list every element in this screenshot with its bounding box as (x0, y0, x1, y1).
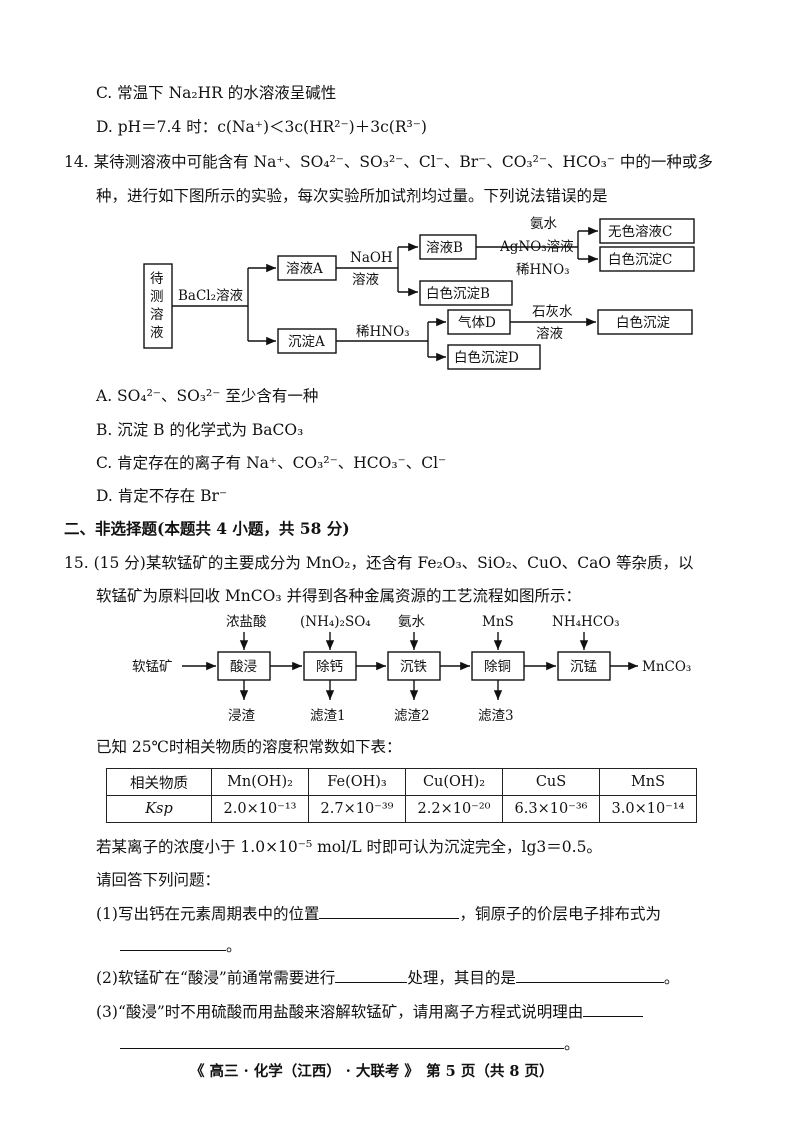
table-row-label: Ksp (106, 795, 212, 823)
start-char-4: 液 (150, 325, 164, 341)
step-acid-leach: 酸浸 (230, 659, 257, 675)
start-char-2: 测 (150, 289, 164, 305)
reagent-mns: MnS (482, 614, 514, 630)
residue-2: 滤渣2 (394, 708, 430, 724)
ammonia-label: 氨水 (530, 216, 558, 232)
ksp-intro: 已知 25℃时相关物质的溶度积常数如下表： (96, 738, 402, 756)
q14-stem-line2: 种，进行如下图所示的实验，每次实验所加试剂均过量。下列说法错误的是 (96, 187, 608, 205)
solution-a-label: 溶液A (286, 261, 323, 277)
q14-option-d: D. 肯定不存在 Br⁻ (96, 487, 228, 505)
q15-stem-line1: 15. (15 分)某软锰矿的主要成分为 MnO₂，还含有 Fe₂O₃、SiO₂… (64, 554, 694, 572)
answer-blank[interactable] (335, 966, 408, 983)
table-header-cell: CuS (502, 768, 600, 796)
table-cell: 2.0×10⁻¹³ (211, 795, 309, 823)
limewater-label: 石灰水 (532, 304, 573, 320)
white-precipitate-c-label: 白色沉淀C (608, 251, 672, 268)
colorless-solution-c-label: 无色溶液C (608, 223, 672, 240)
table-row: 相关物质 Mn(OH)₂ Fe(OH)₃ Cu(OH)₂ CuS MnS (106, 768, 697, 796)
q15-part1-cont: 。 (120, 934, 242, 957)
part2-text-a: (2)软锰矿在“酸浸”前通常需要进行 (96, 969, 336, 987)
reagent-ammonia: 氨水 (398, 614, 425, 630)
part3-text-b: 。 (564, 1035, 580, 1053)
q14-option-c: C. 肯定存在的离子有 Na⁺、CO₃²⁻、HCO₃⁻、Cl⁻ (96, 454, 447, 472)
precipitate-a-label: 沉淀A (288, 334, 325, 350)
table-cell: 3.0×10⁻¹⁴ (599, 795, 697, 823)
white-precipitate-d-label: 白色沉淀D (454, 349, 519, 366)
answer-blank[interactable] (583, 1000, 644, 1017)
table-cell: 6.3×10⁻³⁶ (502, 795, 600, 823)
part2-text-b: 处理，其目的是 (407, 969, 516, 987)
part2-text-c: 。 (663, 969, 680, 987)
start-char-3: 溶 (150, 307, 164, 323)
solution-b-label: 溶液B (426, 240, 463, 256)
table-cell: 2.7×10⁻³⁹ (308, 795, 406, 823)
answer-prompt: 请回答下列问题： (96, 871, 221, 889)
q14-option-b: B. 沉淀 B 的化学式为 BaCO₃ (96, 421, 304, 439)
table-header-cell: Fe(OH)₃ (308, 768, 406, 796)
reagent-conc-hcl: 浓盐酸 (226, 614, 267, 630)
q15-part1: (1)写出钙在元素周期表中的位置 ，铜原子的价层电子排布式为 (96, 902, 661, 925)
step-iron-precipitation: 沉铁 (400, 659, 427, 675)
start-char-1: 待 (150, 271, 164, 287)
q14-stem-line1: 14. 某待测溶液中可能含有 Na⁺、SO₄²⁻、SO₃²⁻、Cl⁻、Br⁻、C… (64, 153, 713, 171)
white-precipitate-b-box (419, 280, 513, 306)
white-precipitate-c-box (599, 246, 695, 272)
product-mnco3: MnCO₃ (642, 659, 691, 675)
part1-text-b: ，铜原子的价层电子排布式为 (459, 905, 661, 923)
part1-text-a: (1)写出钙在元素周期表中的位置 (96, 905, 320, 923)
answer-blank[interactable] (515, 966, 664, 983)
white-precipitate-d-box (447, 344, 541, 370)
white-precipitate-box (597, 309, 693, 335)
q15-stem-line2: 软锰矿为原料回收 MnCO₃ 并得到各种金属资源的工艺流程如图所示： (96, 587, 581, 605)
q13-option-d: D. pH＝7.4 时：c(Na⁺)＜3c(HR²⁻)＋3c(R³⁻) (96, 118, 427, 136)
table-cell: 2.2×10⁻²⁰ (405, 795, 503, 823)
section-2-heading: 二、非选择题(本题共 4 小题，共 58 分) (64, 519, 350, 538)
table-header-cell: Mn(OH)₂ (211, 768, 309, 796)
q15-part3: (3)“酸浸”时不用硫酸而用盐酸来溶解软锰矿，请用离子方程式说明理由 (96, 1000, 644, 1023)
naoh-label: NaOH (350, 250, 393, 266)
q14-option-a: A. SO₄²⁻、SO₃²⁻ 至少含有一种 (96, 387, 319, 405)
residue-3: 滤渣3 (478, 708, 514, 724)
colorless-solution-c-box (599, 218, 695, 244)
gas-d-label: 气体D (458, 315, 496, 331)
answer-blank[interactable] (120, 1032, 564, 1049)
white-precipitate-b-label: 白色沉淀B (426, 285, 490, 302)
reagent-nh4hco3: NH₄HCO₃ (552, 614, 620, 630)
step-manganese-precipitation: 沉锰 (570, 659, 598, 675)
table-header-cell: MnS (599, 768, 697, 796)
reagent-ammonium-sulfate: (NH₄)₂SO₄ (300, 614, 371, 630)
ksp-table: 相关物质 Mn(OH)₂ Fe(OH)₃ Cu(OH)₂ CuS MnS Ksp… (106, 768, 697, 823)
step-calcium-removal: 除钙 (316, 659, 343, 675)
white-precipitate-label: 白色沉淀 (616, 314, 670, 331)
q13-option-c: C. 常温下 Na₂HR 的水溶液呈碱性 (96, 84, 337, 102)
residue-1: 滤渣1 (310, 708, 346, 724)
answer-blank[interactable] (319, 902, 460, 919)
agno3-label: AgNO₃溶液 (499, 239, 574, 255)
dilute-hno3-label-2: 稀HNO₃ (356, 324, 410, 340)
part3-text-a: (3)“酸浸”时不用硫酸而用盐酸来溶解软锰矿，请用离子方程式说明理由 (96, 1003, 584, 1021)
table-header-cell: 相关物质 (106, 768, 212, 796)
page-footer: 《 高三 · 化学（江西） · 大联考 》 第 5 页（共 8 页） (190, 1063, 554, 1080)
residue-leach: 浸渣 (228, 708, 255, 724)
naoh-solution-label: 溶液 (352, 272, 379, 288)
step-copper-removal: 除铜 (484, 659, 511, 675)
table-row: Ksp 2.0×10⁻¹³ 2.7×10⁻³⁹ 2.2×10⁻²⁰ 6.3×10… (106, 795, 697, 823)
q15-part3-cont: 。 (120, 1032, 580, 1055)
table-header-cell: Cu(OH)₂ (405, 768, 503, 796)
dilute-hno3-label: 稀HNO₃ (516, 262, 570, 278)
answer-blank[interactable] (120, 934, 226, 951)
pyrolusite-input: 软锰矿 (132, 659, 173, 675)
precipitation-condition: 若某离子的浓度小于 1.0×10⁻⁵ mol/L 时即可认为沉淀完全，lg3＝0… (96, 838, 602, 856)
limewater-solution-label: 溶液 (536, 326, 564, 342)
bacl2-label: BaCl₂溶液 (178, 288, 244, 304)
q15-part2: (2)软锰矿在“酸浸”前通常需要进行 处理，其目的是 。 (96, 966, 679, 989)
part1-text-c: 。 (226, 937, 242, 955)
